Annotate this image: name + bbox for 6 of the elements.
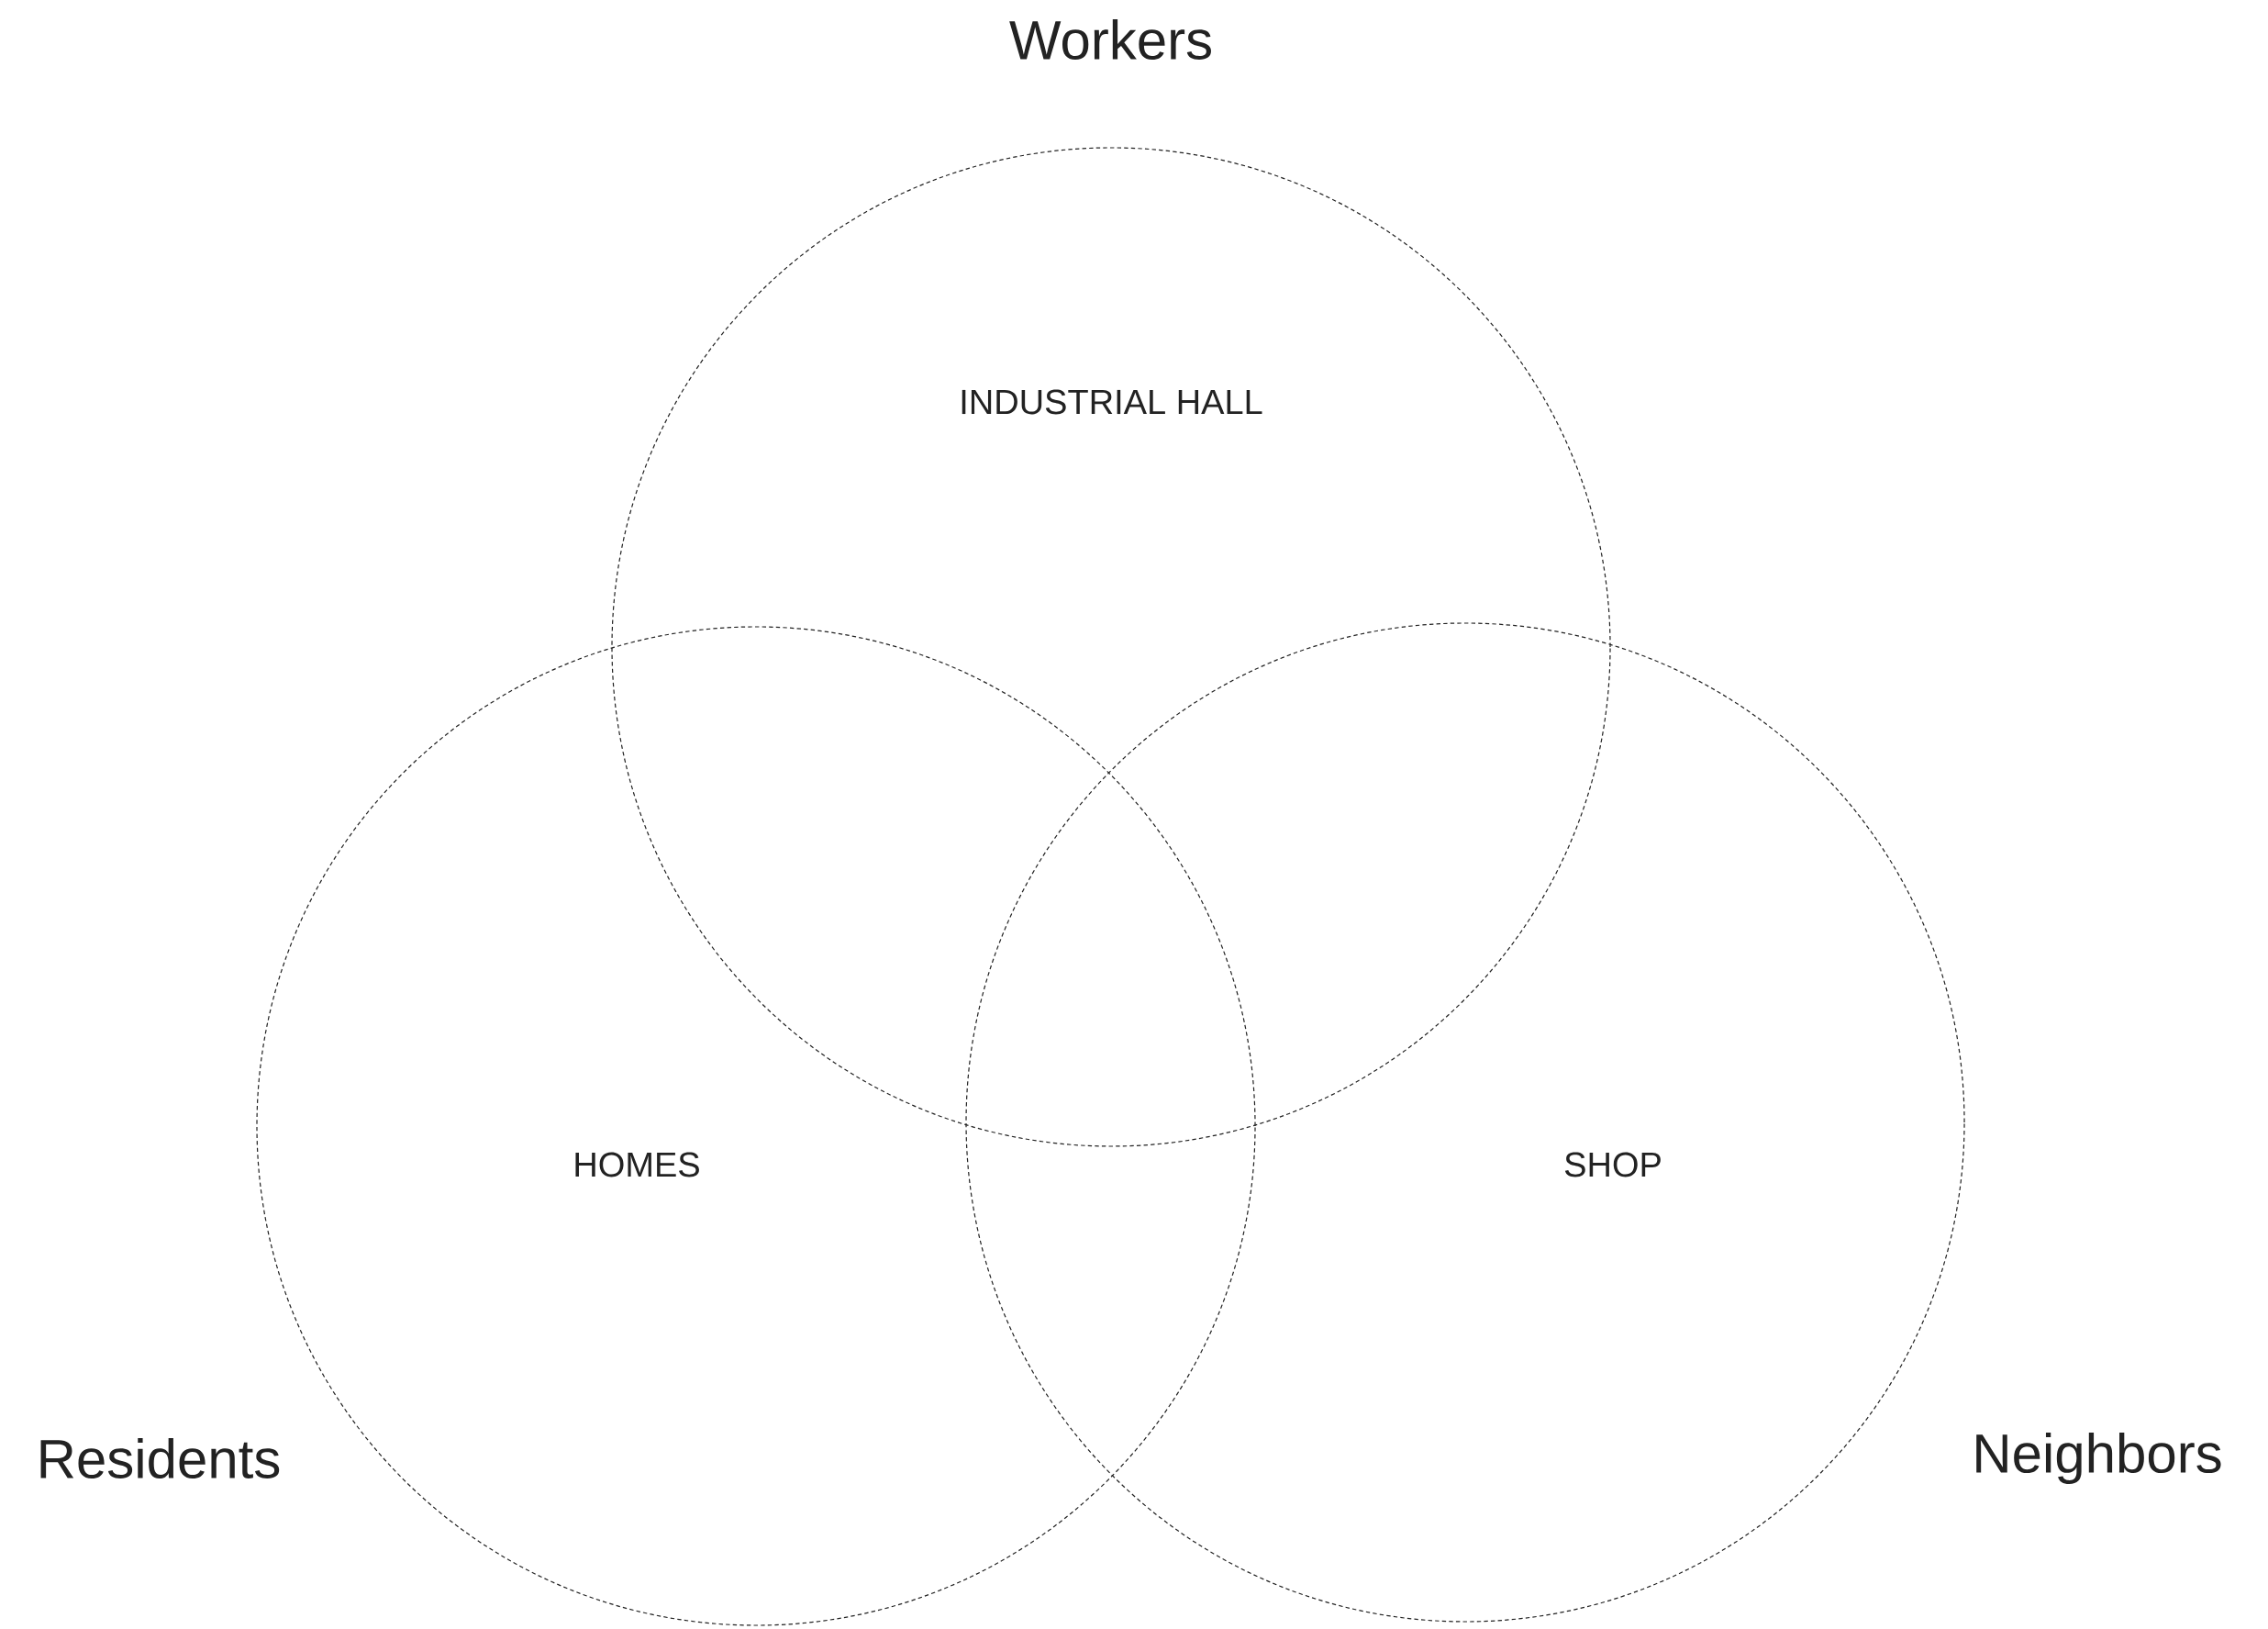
set-label: Workers — [1009, 18, 1211, 60]
region-label: SHOP — [1564, 1152, 1661, 1177]
region-label: HOMES — [575, 1152, 699, 1177]
set-label: Neighbors — [1976, 1433, 2221, 1484]
region-label: INDUSTRIAL HALL — [962, 389, 1262, 415]
set-label: Residents — [40, 1438, 280, 1479]
